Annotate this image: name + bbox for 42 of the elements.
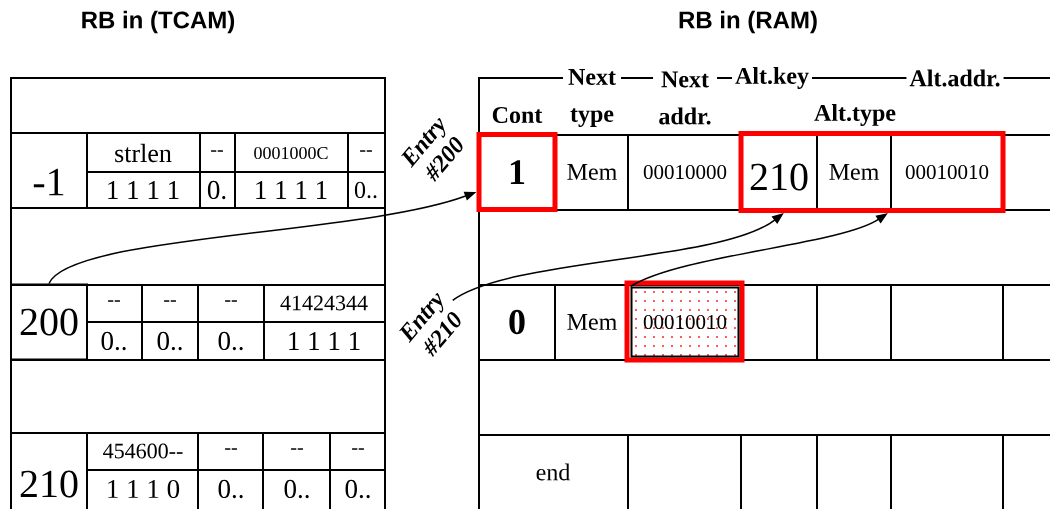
cell-text: 454600-- xyxy=(103,443,183,459)
title: RB in (RAM) xyxy=(679,10,817,34)
cell-text: 1 1 1 1 xyxy=(256,181,327,199)
cell-text: 0.. xyxy=(284,479,309,499)
cell-text: 1 1 1 1 xyxy=(289,332,360,350)
cell-text: 0 xyxy=(509,309,525,335)
highlight-box xyxy=(738,131,1006,213)
cell-text: -- xyxy=(108,300,120,302)
cell-text: -- xyxy=(225,300,237,302)
cell-text: 0.. xyxy=(218,331,243,351)
cell-text: -- xyxy=(360,150,372,152)
cell-text: 0.. xyxy=(218,479,243,499)
cell-text: -- xyxy=(164,300,176,302)
column-header: Alt.type xyxy=(814,104,896,126)
cell-text: 1 1 1 1 xyxy=(108,181,179,199)
cell-text: -- xyxy=(225,448,237,450)
cell-text: 00010010 xyxy=(905,164,989,180)
key-cell: 200 xyxy=(10,283,88,361)
cell-text: 00010000 xyxy=(643,164,727,180)
cell-text: 0. xyxy=(207,180,226,200)
cell-text: 210 xyxy=(750,163,808,191)
dotted-cell: 00010010 xyxy=(624,280,745,363)
cell-text: -- xyxy=(211,150,223,152)
column-header: Next type xyxy=(563,69,621,127)
cell-text: 41424344 xyxy=(280,295,368,311)
cell-text: -- xyxy=(352,448,364,450)
column-header: Alt.key xyxy=(732,64,812,92)
cont-box: 1 xyxy=(476,132,558,212)
cell-text: strlen xyxy=(115,143,172,163)
cell-text: 1 1 1 0 xyxy=(108,479,180,499)
cell-text: 0.. xyxy=(354,181,377,199)
cell-text: 0.. xyxy=(345,479,370,499)
key-text: 210 xyxy=(20,470,78,498)
cell-text: 0.. xyxy=(157,331,182,351)
key-text: -1 xyxy=(33,168,64,196)
cell-text: -- xyxy=(291,448,303,450)
cell-text: Mem xyxy=(829,164,879,180)
column-header: Alt.addr. xyxy=(906,66,1004,90)
column-header: Next addr. xyxy=(653,71,717,125)
cell-text: 0001000C xyxy=(254,146,328,160)
title: RB in (TCAM) xyxy=(82,10,235,34)
cell-text: end xyxy=(536,463,571,481)
